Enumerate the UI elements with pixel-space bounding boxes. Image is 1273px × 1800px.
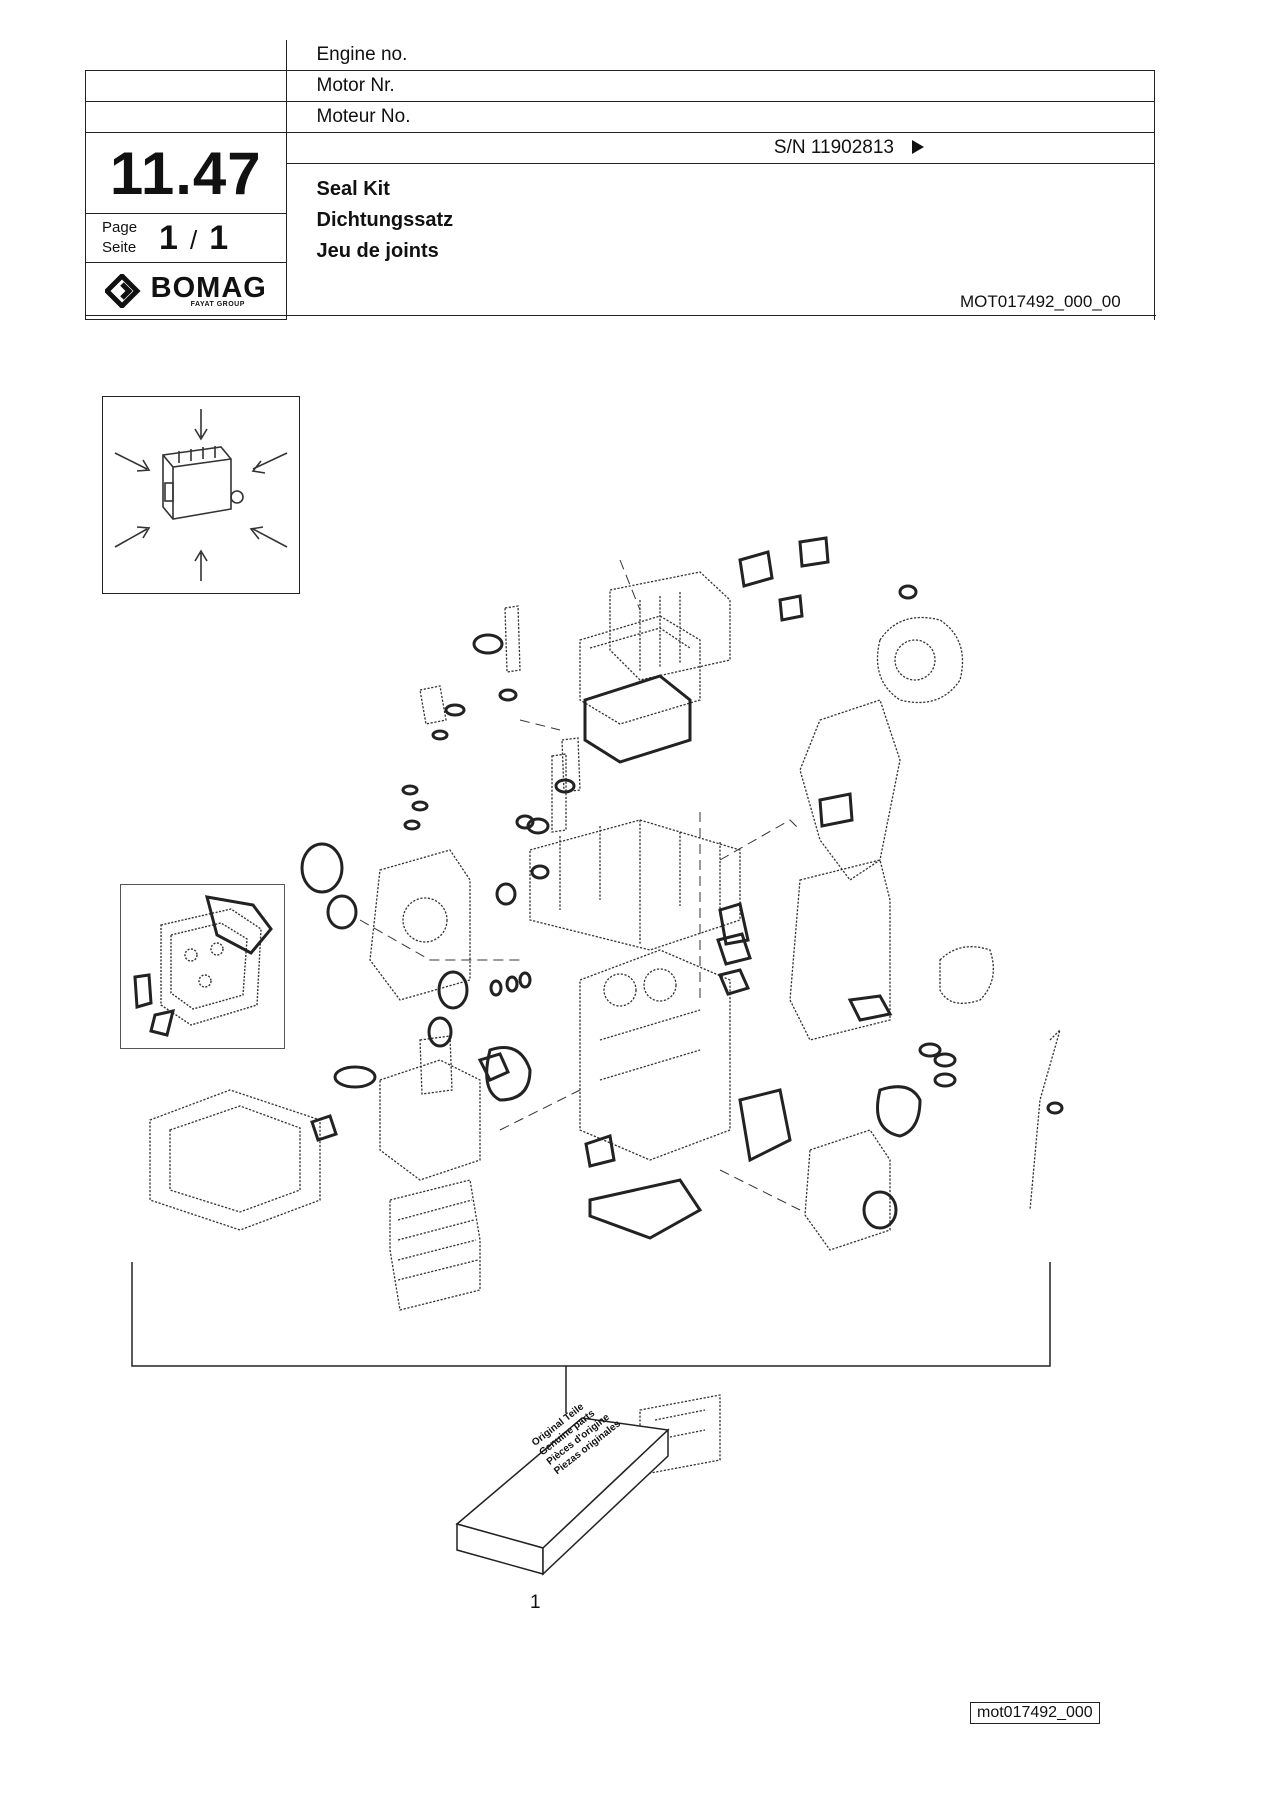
detail-inset <box>120 884 285 1049</box>
turbocharger <box>876 616 964 704</box>
oil-pan-gasket <box>588 1178 703 1240</box>
flywheel-housing <box>804 1129 891 1251</box>
serial-text: S/N 11902813 <box>773 137 894 158</box>
titles-block: Seal Kit Dichtungssatz Jeu de joints <box>286 163 1155 320</box>
oil-filter-housing <box>789 859 891 1041</box>
page-word-de: Seite <box>102 239 137 256</box>
timing-cover <box>369 849 471 1001</box>
title-fr: Jeu de joints <box>316 240 439 262</box>
page-word-en: Page <box>102 219 138 236</box>
image-code: mot017492_000 <box>970 1702 1100 1724</box>
page-current: 1 <box>159 218 178 257</box>
brand-logo: BOMAG FAYAT GROUP <box>85 262 287 320</box>
intake-manifold <box>609 571 731 681</box>
valve-cover <box>579 615 701 725</box>
title-en: Seal Kit <box>316 178 390 200</box>
page-indicator: Page Seite 1 / 1 <box>85 213 287 263</box>
cylinder-head <box>529 819 741 951</box>
page-total: 1 <box>209 218 229 257</box>
water-pump <box>379 1059 481 1181</box>
gasket-detail-icon <box>133 895 273 1037</box>
page-separator: / <box>189 224 198 255</box>
arrow-right-icon <box>912 140 924 154</box>
engine-block <box>579 949 731 1161</box>
head-cover-gasket <box>583 674 692 764</box>
header-bottom-line <box>85 315 1156 316</box>
doc-id: MOT017492_000_00 <box>960 292 1121 311</box>
item-number-1: 1 <box>530 1592 541 1613</box>
header-table: Engine no. Motor Nr. Moteur No. 11.47 S/… <box>85 40 1155 320</box>
dipstick <box>1029 1027 1062 1211</box>
engine-no-label: Engine no. <box>316 44 408 65</box>
motor-nr-label: Motor Nr. <box>286 70 1155 102</box>
rear-seal-gasket <box>738 1088 792 1163</box>
brand-name: BOMAG <box>150 271 267 304</box>
oil-pan <box>149 1089 321 1231</box>
engine-orientation-icon <box>114 409 288 581</box>
seal-ring <box>300 842 344 894</box>
brand-sub: FAYAT GROUP <box>190 300 245 308</box>
bomag-diamond-icon <box>104 274 141 308</box>
moteur-no-label: Moteur No. <box>286 101 1155 133</box>
serial-number: S/N 11902813 <box>286 132 1155 164</box>
kit-bracket <box>131 1262 1051 1367</box>
exhaust-manifold <box>799 699 901 881</box>
title-de: Dichtungssatz <box>316 209 454 231</box>
seal-kit-box <box>455 1417 670 1576</box>
orientation-thumbnail <box>102 396 300 594</box>
section-number: 11.47 <box>85 132 287 214</box>
oil-cooler <box>389 1179 481 1311</box>
injector <box>504 605 521 673</box>
